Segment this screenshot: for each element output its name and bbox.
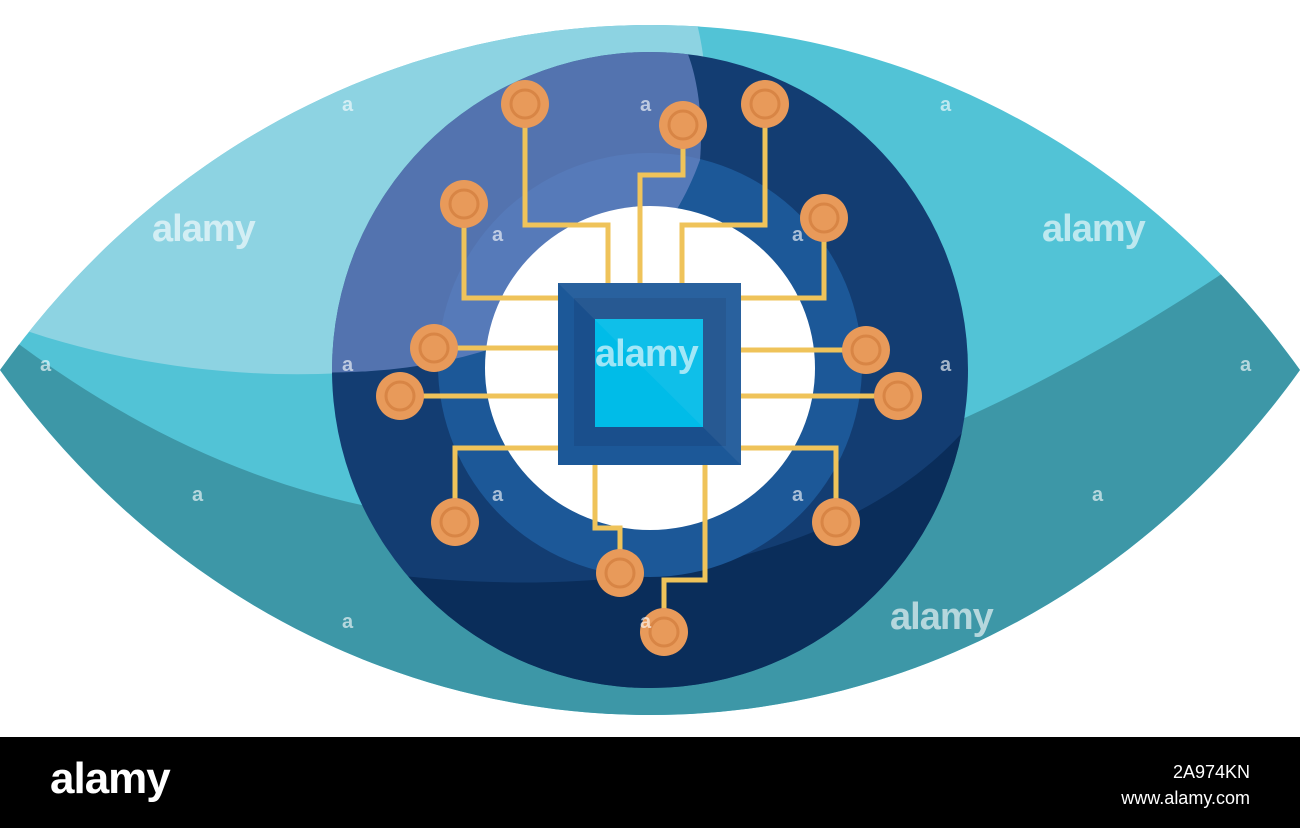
chip-core [595,319,703,427]
circuit-trace [661,462,708,635]
circuit-node [741,80,789,128]
circuit-node [640,608,688,656]
footer-logo: alamy [50,754,171,803]
circuit-trace [461,201,561,301]
circuit-node [376,372,424,420]
eye-circuit-illustration [0,25,1300,715]
circuit-trace [679,101,768,286]
circuit-trace [522,101,611,286]
circuit-node [800,194,848,242]
circuit-node [501,80,549,128]
circuit-node [431,498,479,546]
circuit-trace [738,215,827,301]
processor-chip [558,283,741,465]
circuit-node [659,101,707,149]
circuit-node [874,372,922,420]
circuit-traces [397,101,901,635]
site-url-label: www.alamy.com [1121,788,1250,808]
eye-icon [0,25,1300,715]
circuit-nodes [376,80,922,656]
circuit-node [410,324,458,372]
circuit-trace [452,445,561,525]
circuit-node [596,549,644,597]
circuit-trace [738,445,839,525]
circuit-node [812,498,860,546]
circuit-node [842,326,890,374]
circuit-trace [637,122,686,286]
image-id-label: 2A974KN [1172,762,1250,782]
footer-bar: alamy 2A974KN www.alamy.com [0,737,1300,828]
circuit-node [440,180,488,228]
